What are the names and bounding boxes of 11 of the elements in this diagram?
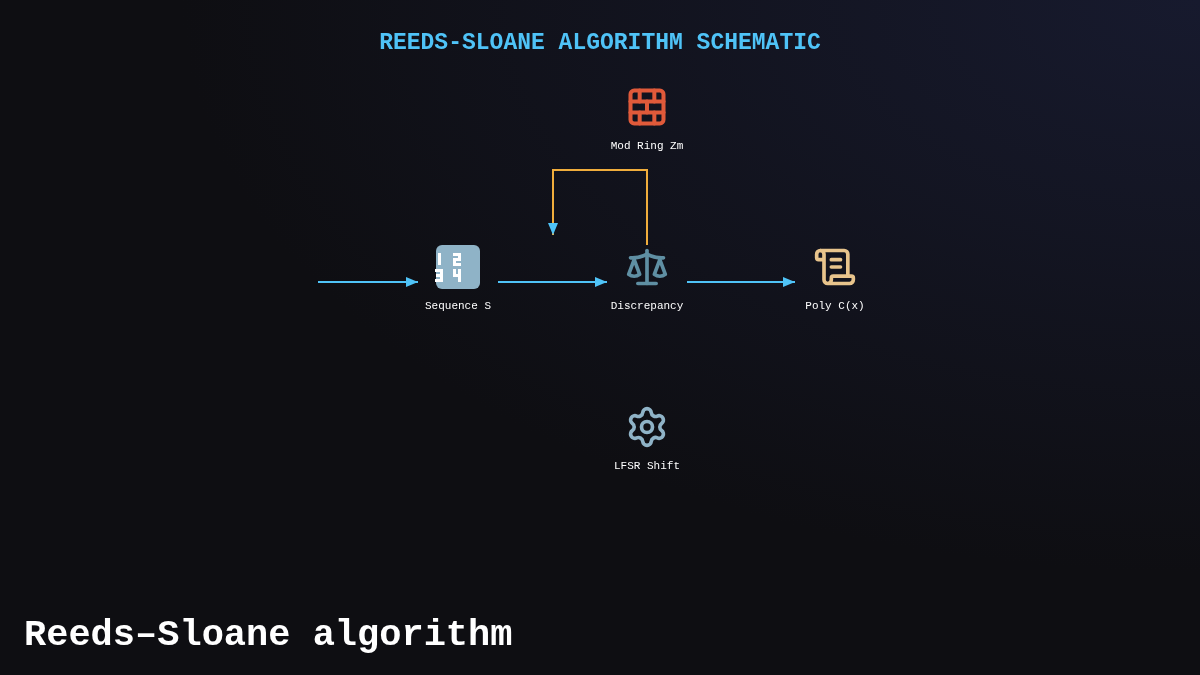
arrow [686, 277, 796, 287]
node-label: Discrepancy [610, 299, 684, 314]
diagram-title: REEDS-SLOANE ALGORITHM SCHEMATIC [379, 29, 821, 58]
node-label: Poly C(x) [805, 299, 865, 314]
node-label: LFSR Shift [614, 459, 680, 474]
node-label: Sequence S [425, 299, 491, 314]
node-label: Mod Ring Zm [610, 139, 684, 154]
caption: Reeds–Sloane algorithm [24, 613, 513, 658]
arrow [497, 277, 608, 287]
arrow [548, 169, 648, 246]
arrow [317, 277, 419, 287]
